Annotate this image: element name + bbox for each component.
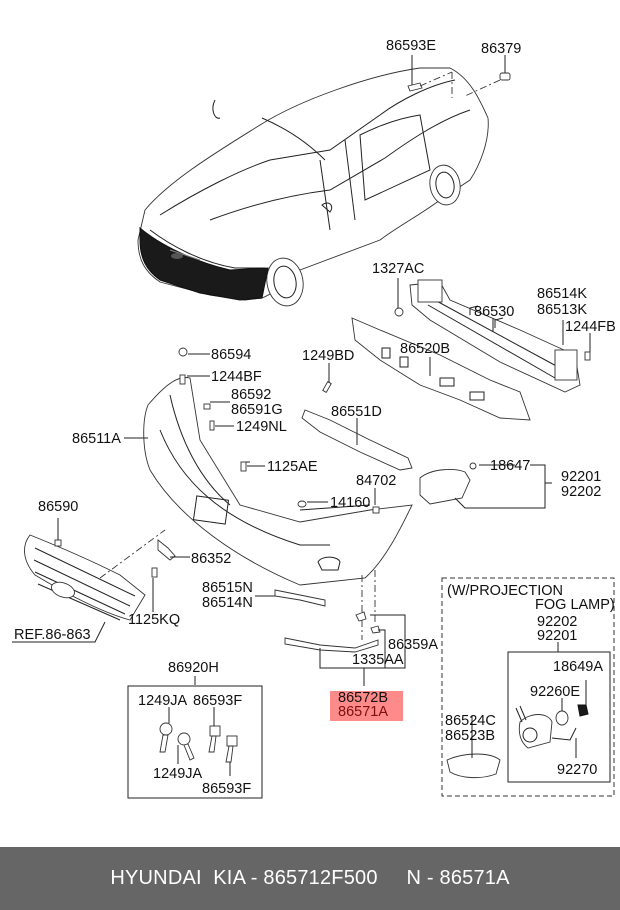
label-86379[interactable]: 86379 xyxy=(481,41,521,57)
projection-fog-lamp-box xyxy=(441,577,615,797)
label-92201-box[interactable]: 92201 xyxy=(537,628,577,644)
label-1244BF[interactable]: 1244BF xyxy=(211,369,262,385)
label-92201[interactable]: 92201 xyxy=(561,469,601,485)
label-86572B[interactable]: 86572B xyxy=(338,690,388,706)
highlight-86571A xyxy=(330,691,403,721)
label-92260E[interactable]: 92260E xyxy=(530,684,580,700)
label-92270[interactable]: 92270 xyxy=(557,762,597,778)
car-illustration xyxy=(137,55,511,307)
label-1244FB[interactable]: 1244FB xyxy=(565,319,616,335)
label-92202-box[interactable]: 92202 xyxy=(537,614,577,630)
leader-lines xyxy=(12,278,591,686)
label-1327AC[interactable]: 1327AC xyxy=(372,261,424,277)
label-86524C[interactable]: 86524C xyxy=(445,713,496,729)
label-86592[interactable]: 86592 xyxy=(231,387,271,403)
lower-molding-86571A xyxy=(284,570,381,653)
label-86571A[interactable]: 86571A xyxy=(338,704,388,720)
label-86523B[interactable]: 86523B xyxy=(445,728,495,744)
part-number-footer: HYUNDAI KIA - 865712F500 N - 86571A xyxy=(0,847,620,910)
label-86511A[interactable]: 86511A xyxy=(72,431,121,447)
footer-part-number-text: HYUNDAI KIA - 865712F500 N - 86571A xyxy=(110,867,510,889)
label-86551D[interactable]: 86551D xyxy=(331,404,382,420)
radiator-grille-86560 xyxy=(24,529,166,621)
label-18649A[interactable]: 18649A xyxy=(553,659,603,675)
label-1125AE[interactable]: 1125AE xyxy=(267,459,318,475)
label-86513K[interactable]: 86513K xyxy=(537,302,587,318)
parts-diagram: 86593E 86379 1327AC 86530 86514K 86513K … xyxy=(12,38,616,799)
label-86593F-bottom[interactable]: 86593F xyxy=(202,781,251,797)
fog-lamp-note-line2: FOG LAMP) xyxy=(535,597,615,613)
label-18647[interactable]: 18647 xyxy=(490,458,530,474)
label-92202[interactable]: 92202 xyxy=(561,484,601,500)
label-1125KQ[interactable]: 1125KQ xyxy=(128,612,180,628)
molding-86515N xyxy=(274,589,326,607)
label-86352[interactable]: 86352 xyxy=(191,551,231,567)
label-86593E[interactable]: 86593E xyxy=(386,38,436,54)
label-1335AA[interactable]: 1335AA xyxy=(352,652,404,668)
bumper-beam-86530 xyxy=(409,279,581,393)
fog-lamp-note-line1: (W/PROJECTION xyxy=(447,583,563,599)
label-86594[interactable]: 86594 xyxy=(211,347,251,363)
energy-absorber-86520B xyxy=(351,317,531,421)
label-1249JA-top[interactable]: 1249JA xyxy=(138,693,188,709)
label-86590[interactable]: 86590 xyxy=(38,499,78,515)
label-86920H[interactable]: 86920H xyxy=(168,660,219,676)
fasteners xyxy=(54,307,591,578)
fog-lamp-92201 xyxy=(419,469,471,505)
bolt-kit-86920H xyxy=(127,676,263,799)
label-86515N[interactable]: 86515N xyxy=(202,580,253,596)
label-1249NL[interactable]: 1249NL xyxy=(236,419,287,435)
label-86591G[interactable]: 86591G xyxy=(231,402,283,418)
bumper-cover-86511A xyxy=(143,377,413,586)
label-86530[interactable]: 86530 xyxy=(474,304,514,320)
label-86514K[interactable]: 86514K xyxy=(537,286,587,302)
label-86514N[interactable]: 86514N xyxy=(202,595,253,611)
label-86593F-top[interactable]: 86593F xyxy=(193,693,242,709)
label-14160[interactable]: 14160 xyxy=(330,495,370,511)
label-ref-86-863[interactable]: REF.86-863 xyxy=(14,627,91,643)
label-86520B[interactable]: 86520B xyxy=(400,341,450,357)
part-labels: 86593E 86379 1327AC 86530 86514K 86513K … xyxy=(14,38,616,797)
label-1249BD[interactable]: 1249BD xyxy=(302,348,354,364)
label-86359A[interactable]: 86359A xyxy=(388,637,438,653)
label-1249JA-bottom[interactable]: 1249JA xyxy=(153,766,203,782)
label-84702[interactable]: 84702 xyxy=(356,473,396,489)
